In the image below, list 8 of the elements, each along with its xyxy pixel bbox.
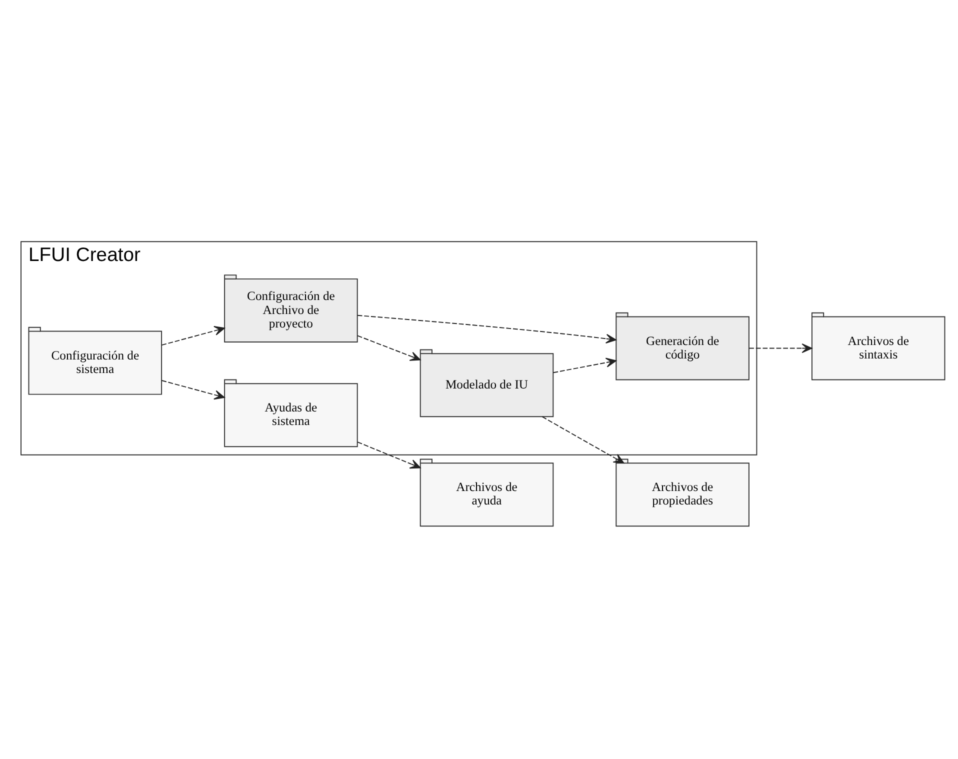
arrow (542, 416, 624, 463)
arrow (748, 342, 812, 353)
arrow (357, 334, 421, 360)
arrow (357, 441, 421, 468)
arrow (552, 357, 616, 373)
arrow (161, 326, 225, 346)
arrow (161, 380, 225, 400)
arrow (356, 314, 616, 344)
